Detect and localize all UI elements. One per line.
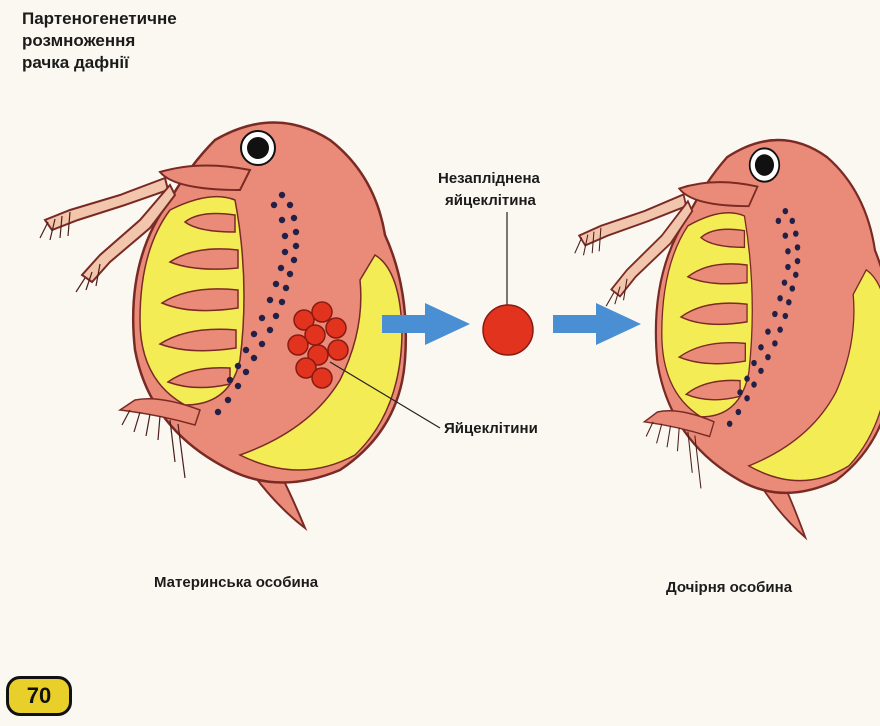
arrow-right-icon (553, 303, 641, 345)
title-line: розмноження (22, 31, 136, 50)
diagram-title: Партеногенетичне розмноження рачка дафні… (22, 8, 177, 74)
egg-icon (482, 304, 534, 356)
title-line: Партеногенетичне (22, 9, 177, 28)
mother-label: Материнська особина (154, 574, 319, 591)
eggs-label: Яйцеклітини (444, 420, 538, 437)
mother-daphnia (38, 121, 408, 530)
eggs-pointer-line (329, 361, 441, 429)
page-number-badge: 70 (6, 676, 72, 716)
page-number: 70 (26, 683, 52, 708)
unfertilized-egg-label-line1: Незапліднена (438, 170, 540, 187)
arrow-right-icon (382, 303, 470, 345)
unfertilized-egg-label-line2: яйцеклітина (445, 192, 536, 209)
daughter-daphnia (573, 138, 880, 539)
title-line: рачка дафнії (22, 53, 129, 72)
daughter-label: Дочірня особина (666, 579, 793, 596)
egg-cluster (287, 301, 349, 389)
